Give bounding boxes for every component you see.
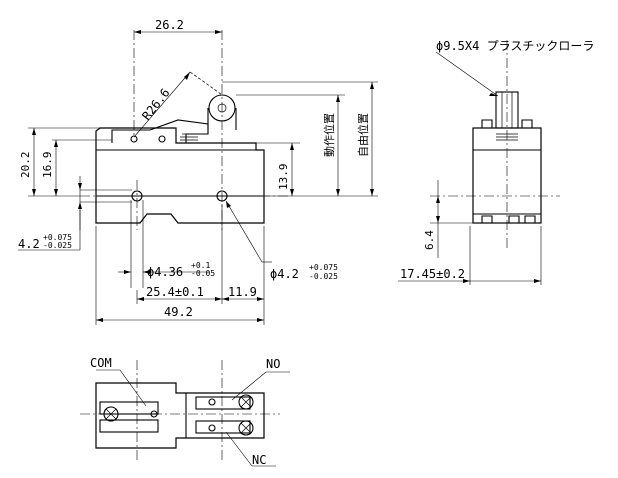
- dim-26-2: 26.2: [155, 18, 184, 32]
- dim-11-9: 11.9: [228, 285, 257, 299]
- bottom-view: COM NO NC: [80, 356, 290, 467]
- label-no: NO: [266, 357, 280, 371]
- tol-lower: -0.025: [43, 241, 72, 250]
- dim-13-9: 13.9: [277, 164, 290, 191]
- label-free-position: 自由位置: [356, 113, 370, 157]
- label-nc: NC: [252, 453, 266, 467]
- tol-upper: +0.075: [309, 263, 338, 272]
- label-com: COM: [90, 356, 112, 370]
- dim-r26-6: R26.6: [139, 86, 172, 123]
- spring-hatch: [180, 133, 198, 141]
- front-body-outline: [95, 127, 265, 224]
- tol-lower: -0.025: [309, 272, 338, 281]
- dim-16-9: 16.9: [41, 152, 54, 179]
- label-operating-position: 動作位置: [322, 113, 336, 157]
- roller-spec-label: ϕ9.5X4 プラスチックローラ: [436, 39, 594, 53]
- no-screw: [238, 394, 254, 410]
- tol-upper: +0.1: [191, 261, 210, 270]
- nc-terminal: [195, 420, 251, 434]
- dim-49-2: 49.2: [164, 305, 193, 319]
- dim-pitch: 25.4±0.1: [146, 285, 204, 299]
- bottom-body-outline: [95, 382, 265, 449]
- side-view: ϕ9.5X4 プラスチックローラ 6.4 17.45±0.2: [398, 39, 594, 285]
- dim-hole-right: ϕ4.2: [270, 267, 299, 281]
- rivet: [158, 135, 166, 143]
- tol-lower: -0.05: [191, 269, 215, 278]
- tol-upper: +0.075: [43, 233, 72, 242]
- dim-6-4: 6.4: [423, 230, 436, 250]
- front-view: [80, 30, 290, 230]
- dim-17-45: 17.45±0.2: [400, 267, 465, 281]
- rivet: [130, 135, 138, 143]
- dim-20-2: 20.2: [19, 152, 32, 179]
- no-terminal: [195, 396, 251, 410]
- nc-screw: [238, 420, 254, 436]
- dim-hole-left: 4.2: [18, 237, 40, 251]
- dim-hole-mid: ϕ4.36: [147, 265, 183, 279]
- front-dimensions: 26.2 R26.6 20.2 16.9 4.2 +0.075 -0.025: [18, 18, 378, 325]
